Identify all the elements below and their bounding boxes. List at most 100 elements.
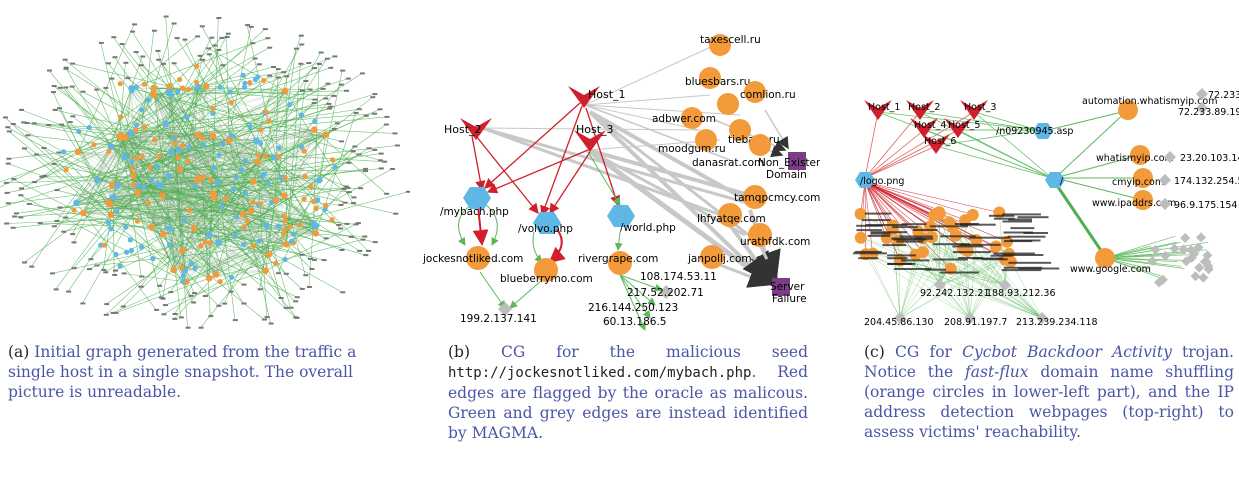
ip-5-label: 60.13.186.5 (603, 316, 666, 328)
ip-j-label: 213.239.234.118 (1016, 317, 1098, 328)
caption-a: (a) Initial graph generated from the tra… (8, 342, 398, 402)
host-node-1 (568, 86, 600, 108)
asp-node (1033, 123, 1053, 139)
ip-i-label: 208.91.197.7 (944, 317, 1007, 328)
host-node-3 (574, 130, 606, 152)
blueberry-node (534, 258, 558, 282)
c-host4-label: Host_4 (914, 120, 946, 131)
urath-label: urathfdk.com (740, 236, 810, 248)
cmyip-node (1133, 168, 1153, 188)
caption-b-post: . Red edges are flagged by the oracle as… (448, 363, 808, 442)
whatismyip-node (1130, 145, 1150, 165)
panel-b-cg-mybach: Host_1 Host_2 Host_3 /mybach.php /volvo.… (410, 0, 820, 483)
caption-c-em: Cycbot Backdoor Activity (962, 343, 1172, 361)
lhfy-label: lhfyatqe.com (697, 213, 766, 225)
host-6-node (922, 134, 950, 154)
host-node-2 (460, 118, 492, 140)
host-2-node (906, 100, 934, 120)
ip-g-label: 188.93.212.36 (986, 288, 1056, 299)
hairball-nodes (3, 15, 410, 329)
slash-node (1045, 172, 1065, 188)
rivergrape-node (608, 251, 632, 275)
fast-flux-cluster (853, 206, 1060, 275)
server-failure-node (772, 278, 790, 296)
moodgum-label: moodgum.ru (658, 143, 726, 155)
ip-3-label: 217.52.202.71 (627, 287, 704, 299)
mybach-node (463, 187, 491, 209)
host-2-label: Host_2 (444, 123, 482, 136)
caption-c-mid2: domain name shuffling (orange circles in… (864, 363, 1234, 441)
bluesbars-label: bluesbars.ru (685, 76, 750, 88)
taxes-node (709, 34, 731, 56)
ip-e-label: 96.9.175.154 (1174, 200, 1237, 211)
nonexist-node (788, 152, 806, 170)
logo-label: /logo.png (860, 176, 904, 187)
panel-c-cg-cycbot: Host_1 Host_2 Host_3 Host_4 Host_5 Host_… (820, 0, 1239, 483)
ipaddrs-label: www.ipaddrs.com (1092, 198, 1176, 209)
moodgum-node (695, 129, 717, 151)
ip-c-label: 23.20.103.142 (1180, 153, 1239, 164)
cmyip-label: cmyip.com (1112, 177, 1164, 188)
volvo-node (533, 212, 561, 234)
caption-b: (b) CG for the malicious seed http://joc… (448, 342, 808, 443)
cycbot-ip-diamonds (894, 88, 1214, 324)
danasrat-node (749, 134, 771, 156)
jockes-label: jockesnotliked.com (422, 253, 523, 265)
caption-c-pre: CG for (895, 343, 952, 361)
comlion-label: comlion.ru (740, 89, 796, 101)
danasrat-label: danasrat.com (692, 157, 764, 169)
host-1-label: Host_1 (588, 88, 626, 101)
caption-a-tag: (a) (8, 343, 30, 361)
taxes-label: taxescell.ru (700, 34, 761, 46)
caption-b-pre: CG for the malicious seed (501, 343, 808, 361)
cg-cycbot-graph: Host_1 Host_2 Host_3 Host_4 Host_5 Host_… (853, 88, 1239, 328)
asp-label: /n09230945.asp (996, 126, 1073, 137)
adbwer-node (681, 107, 703, 129)
red-edges (471, 102, 621, 264)
cg-mybach-graph: Host_1 Host_2 Host_3 /mybach.php /volvo.… (422, 34, 820, 331)
whatismyip-label: whatismyip.com (1096, 153, 1174, 164)
caption-c: (c) CG for Cycbot Backdoor Activity troj… (864, 342, 1234, 442)
cycbot-hosts (864, 100, 988, 154)
world-node (607, 205, 635, 227)
tamq-node (743, 185, 767, 209)
urath-node (748, 223, 772, 247)
host-4-node (910, 118, 938, 138)
mybach-label: /mybach.php (440, 206, 509, 218)
jockes-node (466, 246, 490, 270)
volvo-label: /volvo.php (518, 223, 573, 235)
comlion-node (744, 81, 766, 103)
panel-a-initial-graph: (a) Initial graph generated from the tra… (0, 0, 410, 483)
c-host5-label: Host_5 (948, 120, 980, 131)
caption-a-text: Initial graph generated from the traffic… (8, 343, 357, 401)
world-label: /world.php (620, 222, 676, 234)
ip-b-label: 72.233.89.197 (1178, 107, 1239, 118)
host-1-node (864, 100, 892, 120)
logo-node (855, 172, 875, 188)
c-host3-label: Host_3 (964, 102, 996, 113)
host-3-label: Host_3 (576, 123, 614, 136)
ip-h-label: 204.45.86.130 (864, 317, 934, 328)
tiebath-node (729, 119, 751, 141)
c-host6-label: Host_6 (924, 136, 956, 147)
ipaddrs-node (1133, 190, 1153, 210)
janp-label: janpollj.com (687, 253, 752, 265)
adbwer-label: adbwer.com (652, 113, 716, 125)
slash-label: / (1060, 176, 1064, 187)
host-5-node (944, 118, 972, 138)
caption-b-tag: (b) (448, 343, 471, 361)
caption-c-mid1: trojan. Notice the (864, 343, 1234, 381)
bluesbars-node (699, 67, 721, 89)
ip-d-label: 174.132.254.58 (1174, 176, 1239, 187)
initial-graph-hairball (0, 15, 410, 329)
caption-c-tag: (c) (864, 343, 885, 361)
automation-node (1118, 100, 1138, 120)
ip-f-label: 92.242.132.21 (920, 288, 990, 299)
ip-diamond-2 (659, 285, 673, 299)
hairball-edges (0, 16, 408, 328)
google-label: www.google.com (1070, 264, 1151, 275)
ip-4-label: 216.144.250.123 (588, 302, 678, 314)
green-edges (457, 151, 663, 331)
caption-b-url: http://jockesnotliked.com/mybach.php (448, 365, 752, 381)
